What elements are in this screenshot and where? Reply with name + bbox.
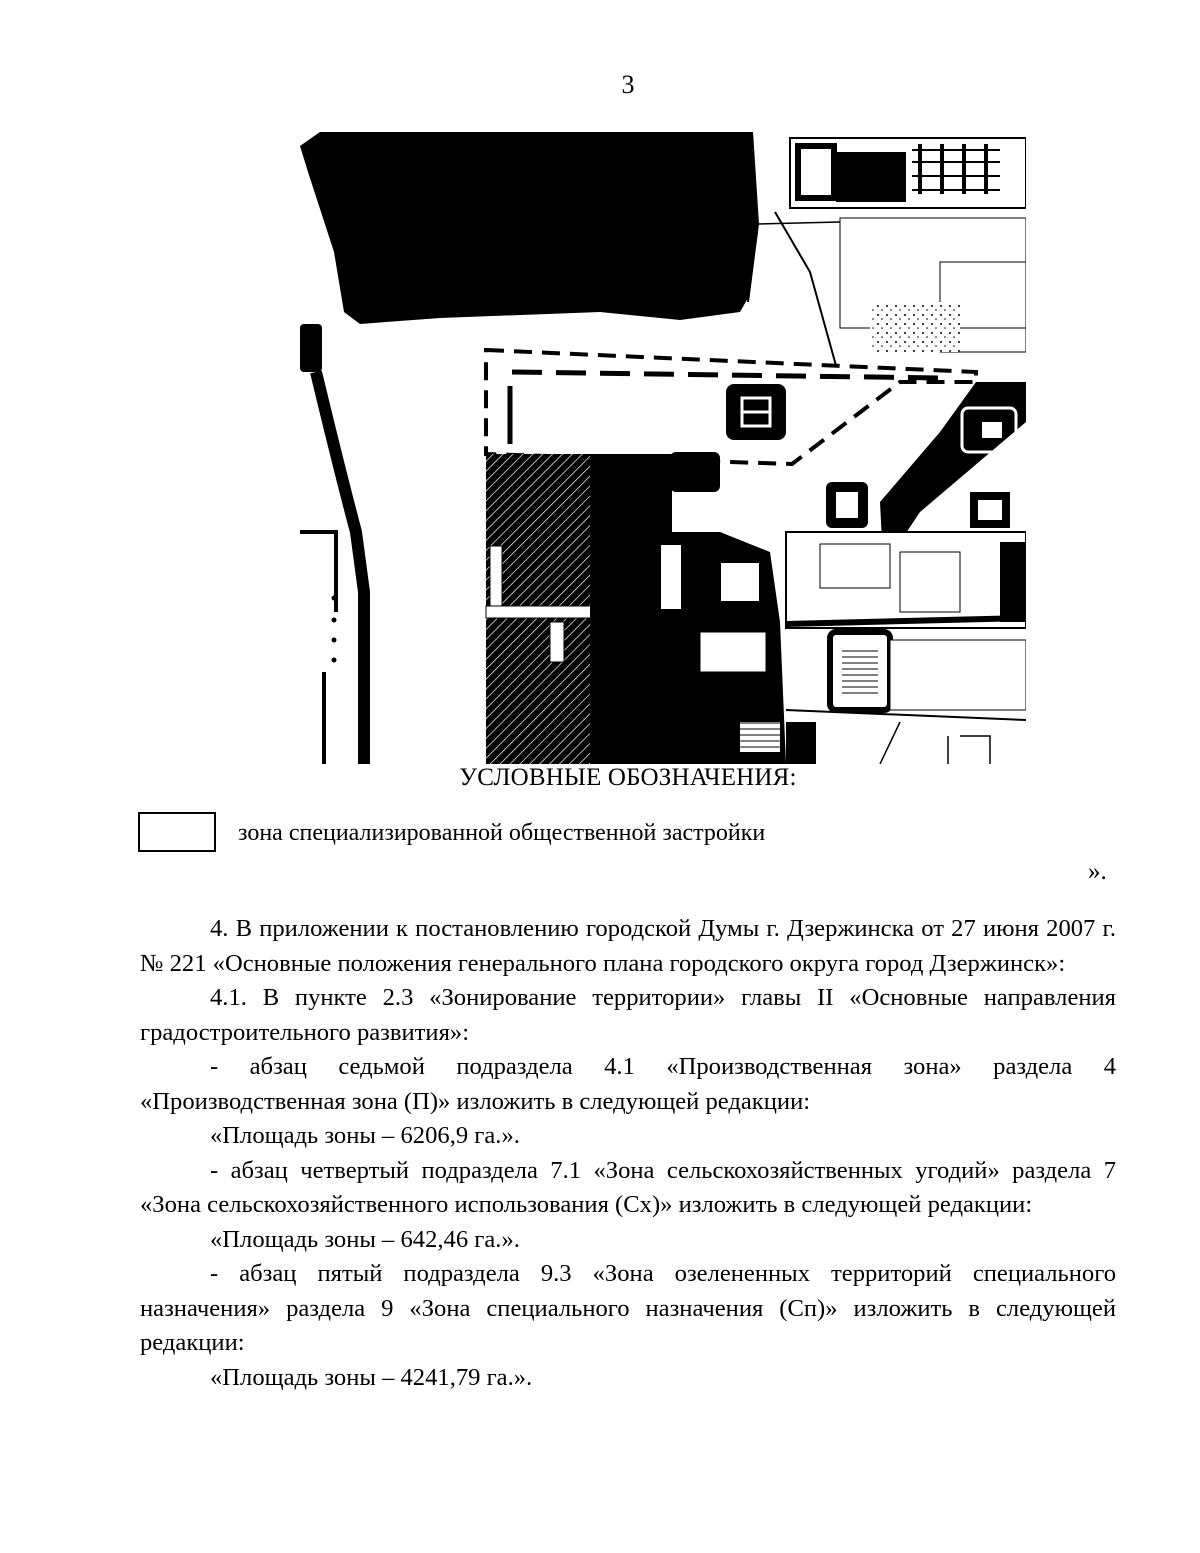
body-text: 4. В приложении к постановлению городско…	[140, 912, 1116, 1395]
closing-quote: ».	[1088, 858, 1107, 885]
paragraph: - абзац четвертый подраздела 7.1 «Зона с…	[140, 1156, 1116, 1219]
paragraph: «Площадь зоны – 642,46 га.».	[210, 1225, 520, 1253]
legend-swatch	[138, 812, 216, 852]
page-number: 3	[621, 70, 635, 99]
paragraph: - абзац пятый подраздела 9.3 «Зона озеле…	[140, 1260, 1116, 1356]
paragraph: - абзац седьмой подраздела 4.1 «Производ…	[140, 1053, 1116, 1115]
paragraph: 4.1. В пункте 2.3 «Зонирование территори…	[140, 984, 1116, 1046]
paragraph: «Площадь зоны – 6206,9 га.».	[210, 1122, 520, 1149]
zoning-map	[300, 132, 1026, 764]
paragraph: «Площадь зоны – 4241,79 га.».	[210, 1363, 533, 1391]
paragraph: 4. В приложении к постановлению городско…	[140, 915, 1116, 977]
legend-title: УСЛОВНЫЕ ОБОЗНАЧЕНИЯ:	[459, 764, 797, 791]
legend-item-label: зона специализированной общественной зас…	[238, 820, 766, 846]
